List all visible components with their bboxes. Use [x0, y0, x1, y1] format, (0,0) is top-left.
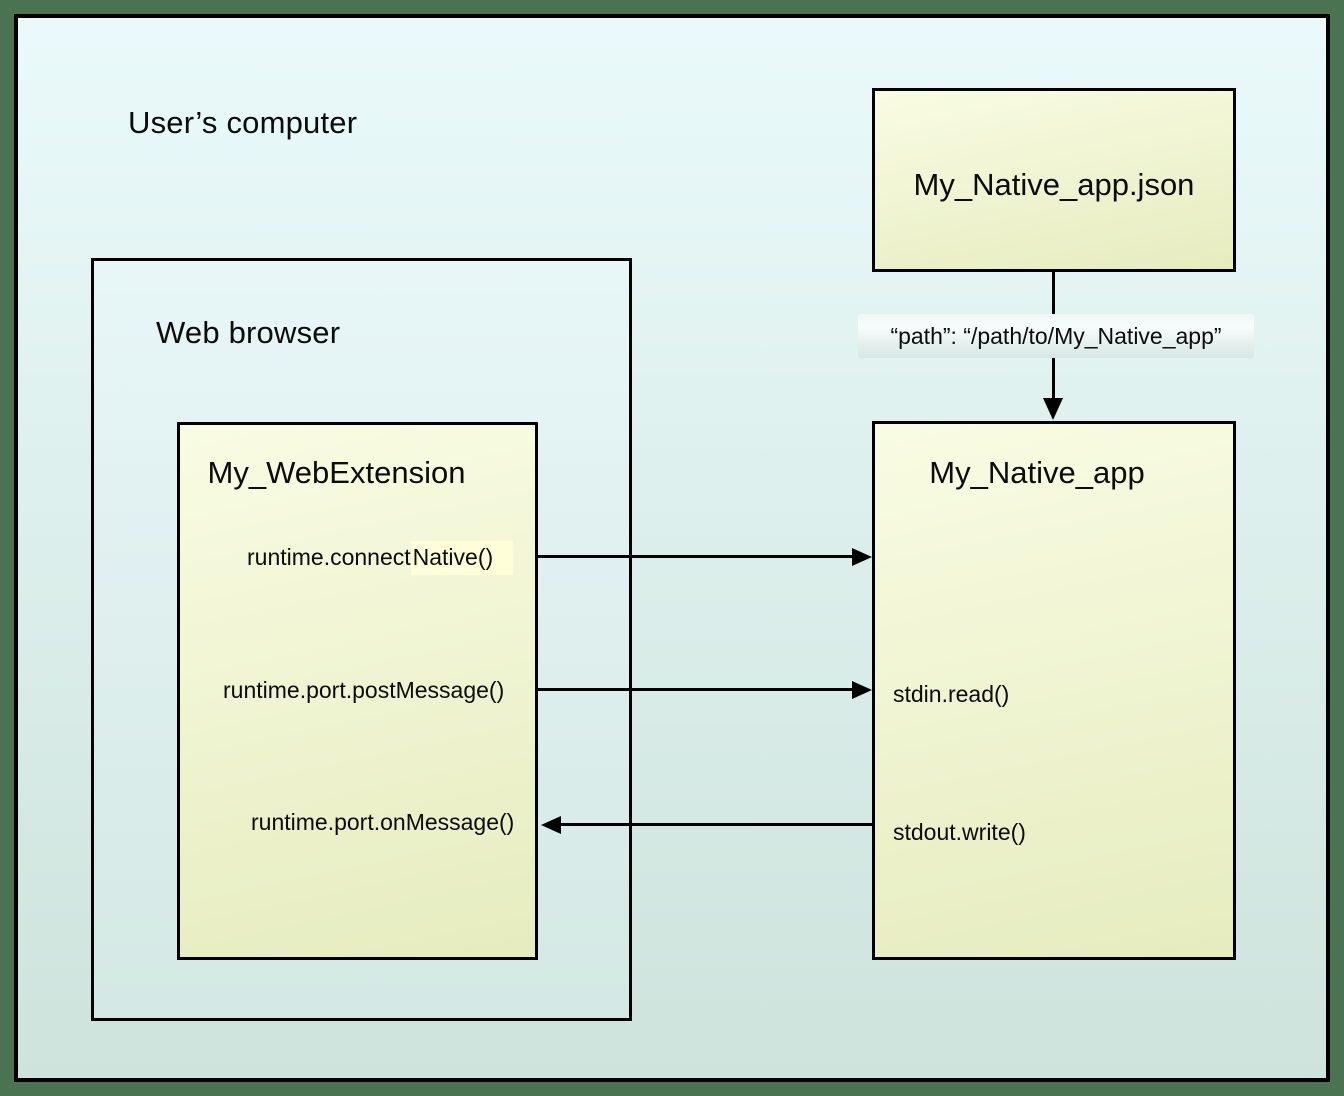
connect-native-highlight: Native(): [410, 541, 514, 575]
native-app-json-title: My_Native_app.json: [913, 167, 1195, 202]
webextension-title: My_WebExtension: [207, 455, 466, 490]
connect-native-prefix: runtime.connect: [247, 544, 411, 570]
web-browser-box: Web browser My_WebExtension runtime.conn…: [91, 258, 632, 1021]
user-computer-panel: User’s computer Web browser My_WebExtens…: [14, 14, 1330, 1082]
stdout-to-onmessage-arrow-shaft: [559, 823, 872, 826]
arrowhead-right-icon: [852, 548, 872, 566]
web-browser-label: Web browser: [156, 315, 341, 350]
user-computer-label: User’s computer: [128, 105, 358, 140]
native-app-json-box: My_Native_app.json: [872, 88, 1236, 272]
connect-native-arrow: [538, 548, 872, 566]
post-message-arrow-shaft: [538, 688, 854, 691]
arrowhead-left-icon: [541, 816, 561, 834]
post-message-label: runtime.port.postMessage(): [223, 677, 505, 703]
native-app-box: My_Native_app stdin.read() stdout.write(…: [872, 421, 1236, 960]
stdout-to-onmessage-arrow: [541, 816, 872, 834]
connect-native-arrow-shaft: [538, 555, 854, 558]
post-message-arrow: [538, 681, 872, 699]
webextension-box: My_WebExtension runtime.connectNative() …: [177, 422, 538, 960]
stdin-read-label: stdin.read(): [893, 681, 1010, 707]
on-message-label: runtime.port.onMessage(): [251, 809, 515, 835]
connect-native-label: runtime.connectNative(): [247, 541, 514, 575]
stdout-write-label: stdout.write(): [893, 819, 1026, 845]
arrowhead-down-icon: [1043, 398, 1063, 420]
path-annotation: “path”: “/path/to/My_Native_app”: [858, 314, 1254, 358]
native-app-title: My_Native_app: [929, 455, 1145, 490]
arrowhead-right-icon: [852, 681, 872, 699]
